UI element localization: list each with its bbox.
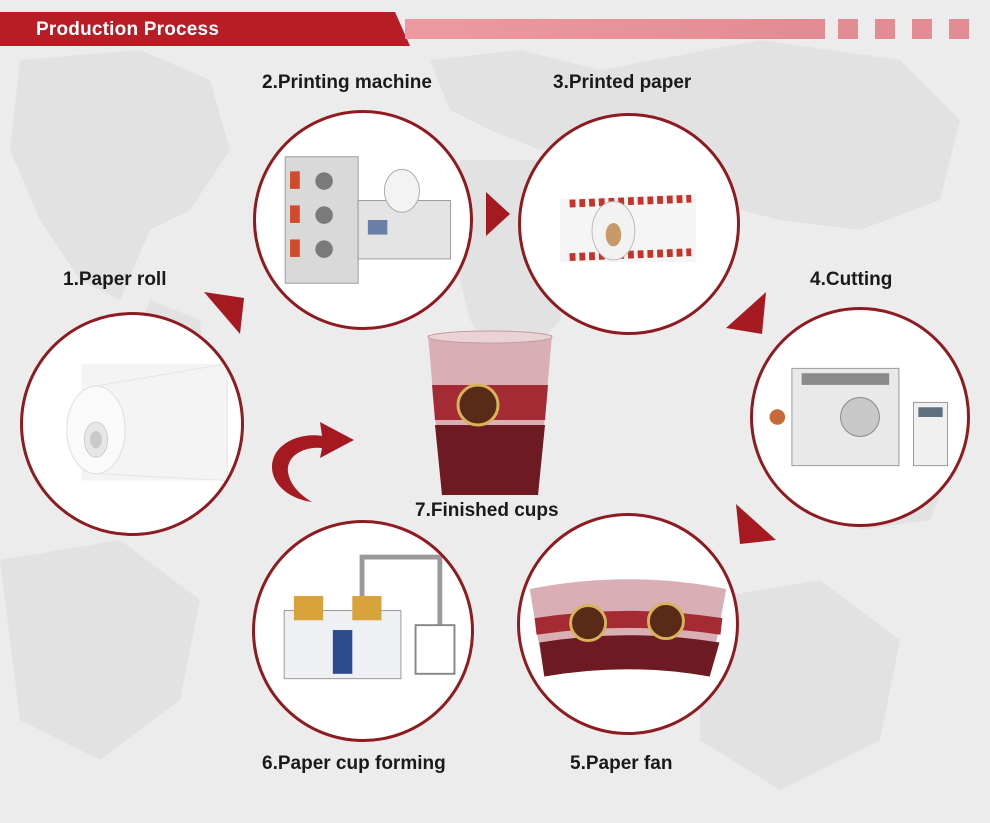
arrow-icon xyxy=(726,292,766,334)
header-square xyxy=(838,19,858,39)
arrow-icon xyxy=(204,292,244,334)
printed-paper-image xyxy=(518,113,740,335)
cup-forming-machine-image xyxy=(252,520,474,742)
paper-roll-image xyxy=(20,312,244,536)
cutting-machine-image xyxy=(750,307,970,527)
header-bar xyxy=(0,12,410,46)
label-paper-fan: 5.Paper fan xyxy=(570,753,673,774)
label-printing-machine: 2.Printing machine xyxy=(262,72,432,93)
finished-cup-image xyxy=(427,330,553,495)
header-square xyxy=(875,19,895,39)
arrow-icon xyxy=(736,504,776,544)
label-cutting: 4.Cutting xyxy=(810,269,893,290)
header-square xyxy=(912,19,932,39)
paper-fan-image xyxy=(517,513,739,735)
printing-machine-image xyxy=(253,110,473,330)
header-square xyxy=(949,19,969,39)
page-title: Production Process xyxy=(36,19,220,40)
label-cup-forming: 6.Paper cup forming xyxy=(262,753,446,774)
label-finished-cups: 7.Finished cups xyxy=(415,500,559,521)
label-printed-paper: 3.Printed paper xyxy=(553,72,692,93)
arrow-icon xyxy=(486,192,510,236)
curved-arrow-icon xyxy=(272,422,354,502)
header-stripe xyxy=(405,19,825,39)
label-paper-roll: 1.Paper roll xyxy=(63,269,167,290)
